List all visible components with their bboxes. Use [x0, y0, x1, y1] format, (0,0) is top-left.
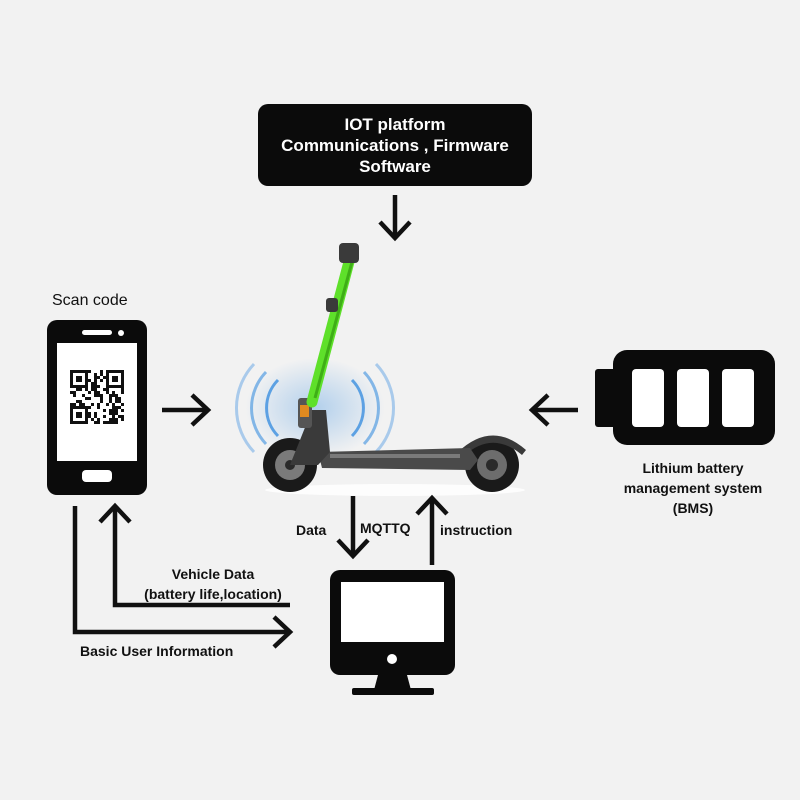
bms-line1: Lithium battery	[642, 460, 744, 476]
instruction-label: instruction	[440, 522, 513, 538]
basic-user-info-arrow	[72, 506, 294, 649]
bms-label: Lithium battery management system (BMS)	[608, 458, 778, 518]
bms-line3: (BMS)	[672, 500, 714, 516]
iot-line2: Communications , Firmware	[281, 135, 509, 155]
scan-code-label: Scan code	[52, 292, 128, 309]
electric-scooter-icon	[263, 243, 526, 496]
bms-line2: management system	[623, 480, 763, 496]
battery-to-scooter-arrow	[528, 393, 578, 427]
iot-down-arrow	[378, 195, 412, 242]
vehicle-data-label: Vehicle Data (battery life,location)	[130, 564, 296, 604]
iot-platform-box: IOT platform Communications , Firmware S…	[258, 104, 532, 186]
mqtt-label: MQTTQ	[360, 520, 411, 536]
phone-to-scooter-arrow	[162, 393, 212, 427]
qr-code-icon	[70, 370, 124, 424]
vehicle-data-line1: Vehicle Data	[171, 566, 255, 582]
instruction-up-arrow	[415, 494, 449, 565]
computer-monitor-icon	[330, 570, 455, 695]
signal-waves-icon	[235, 358, 395, 458]
basic-user-info-label: Basic User Information	[80, 643, 234, 659]
iot-title: IOT platform	[344, 114, 446, 134]
data-down-arrow	[336, 496, 370, 560]
vehicle-data-line2: (battery life,location)	[144, 586, 282, 602]
iot-line3: Software	[359, 156, 431, 176]
data-label: Data	[296, 522, 327, 538]
battery-icon	[595, 350, 775, 445]
vehicle-data-arrow	[98, 502, 290, 608]
